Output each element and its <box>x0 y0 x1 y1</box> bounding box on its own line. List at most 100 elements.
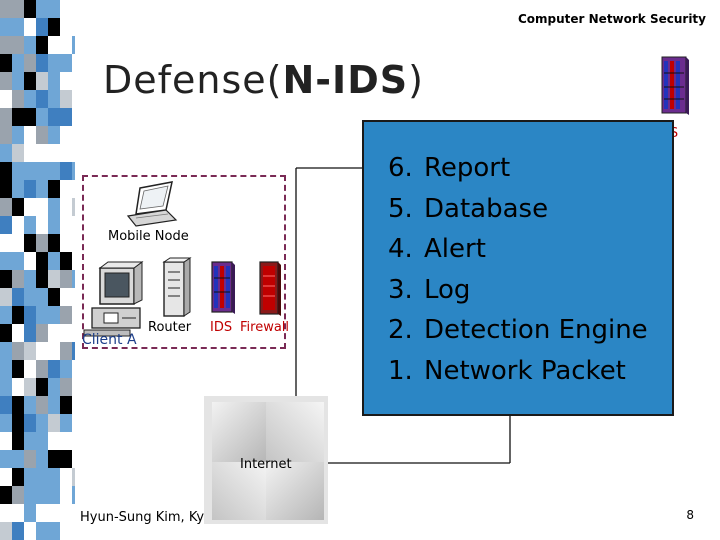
decoration-block <box>12 90 24 108</box>
decoration-block <box>48 306 60 324</box>
decoration-block <box>60 162 72 180</box>
decoration-block <box>0 270 12 288</box>
decoration-block <box>24 180 36 198</box>
decoration-block <box>60 432 72 450</box>
decoration-block <box>0 234 12 252</box>
decoration-block <box>48 144 60 162</box>
decoration-block <box>48 378 60 396</box>
decoration-block <box>12 288 24 306</box>
decoration-block <box>0 36 12 54</box>
decoration-block <box>36 162 48 180</box>
decoration-block <box>36 504 48 522</box>
decoration-block <box>36 144 48 162</box>
decoration-block <box>36 306 48 324</box>
decoration-block <box>60 396 72 414</box>
decoration-block <box>24 54 36 72</box>
decoration-block <box>12 342 24 360</box>
decoration-block <box>24 234 36 252</box>
decoration-block <box>12 36 24 54</box>
decoration-block <box>36 72 48 90</box>
decoration-block <box>72 468 75 486</box>
decoration-block <box>36 396 48 414</box>
decoration-block <box>24 342 36 360</box>
decoration-block <box>36 468 48 486</box>
decoration-block <box>0 396 12 414</box>
decoration-block <box>60 504 72 522</box>
decoration-block <box>0 432 12 450</box>
decoration-block <box>48 342 60 360</box>
decoration-block <box>48 252 60 270</box>
decoration-block <box>12 396 24 414</box>
decoration-block <box>48 54 60 72</box>
decoration-block <box>12 252 24 270</box>
decoration-block <box>24 360 36 378</box>
decoration-block <box>12 522 24 540</box>
decoration-block <box>60 108 72 126</box>
decoration-block <box>72 378 75 396</box>
decoration-block <box>60 90 72 108</box>
decoration-block <box>72 360 75 378</box>
title-emphasis: N-IDS <box>282 58 409 102</box>
slide-title: Defense(N-IDS) <box>103 58 424 102</box>
decoration-block <box>12 324 24 342</box>
decoration-block <box>72 180 75 198</box>
ids-label: IDS <box>210 320 233 335</box>
component-report: 6.Report <box>388 153 511 183</box>
decoration-block <box>0 468 12 486</box>
decoration-block <box>72 36 75 54</box>
decoration-block <box>36 378 48 396</box>
decoration-block <box>60 18 72 36</box>
decoration-block <box>12 432 24 450</box>
decoration-block <box>0 54 12 72</box>
decoration-block <box>72 108 75 126</box>
decoration-block <box>60 306 72 324</box>
client-a-label: Client A <box>82 332 137 348</box>
decoration-block <box>24 126 36 144</box>
mobile-node-label: Mobile Node <box>108 229 189 244</box>
decoration-block <box>12 216 24 234</box>
decoration-block <box>72 522 75 540</box>
decoration-block <box>72 126 75 144</box>
decoration-block <box>48 468 60 486</box>
decoration-block <box>12 468 24 486</box>
decoration-block <box>60 126 72 144</box>
decoration-block <box>24 270 36 288</box>
decoration-block <box>12 450 24 468</box>
decoration-block <box>12 0 24 18</box>
decoration-block <box>0 180 12 198</box>
decoration-block <box>72 324 75 342</box>
decoration-block <box>60 252 72 270</box>
decoration-block <box>48 162 60 180</box>
decoration-block <box>0 198 12 216</box>
decoration-block <box>36 180 48 198</box>
decoration-block <box>60 486 72 504</box>
page-number: 8 <box>686 508 694 522</box>
decoration-block <box>36 216 48 234</box>
decoration-block <box>12 378 24 396</box>
decoration-block <box>36 126 48 144</box>
decoration-block <box>48 108 60 126</box>
left-decoration-strip <box>0 0 75 540</box>
component-network-packet: 1.Network Packet <box>388 355 626 386</box>
title-prefix: Defense( <box>103 58 283 102</box>
decoration-block <box>48 288 60 306</box>
decoration-block <box>24 378 36 396</box>
ids-device-icon <box>661 56 689 115</box>
decoration-block <box>48 522 60 540</box>
decoration-block <box>0 162 12 180</box>
decoration-block <box>12 486 24 504</box>
decoration-block <box>24 414 36 432</box>
decoration-block <box>0 414 12 432</box>
decoration-block <box>36 252 48 270</box>
decoration-block <box>48 396 60 414</box>
decoration-block <box>60 324 72 342</box>
decoration-block <box>24 324 36 342</box>
decoration-block <box>60 342 72 360</box>
decoration-block <box>60 198 72 216</box>
decoration-block <box>0 288 12 306</box>
decoration-block <box>0 108 12 126</box>
decoration-block <box>12 306 24 324</box>
decoration-block <box>12 270 24 288</box>
decoration-block <box>48 432 60 450</box>
decoration-block <box>72 414 75 432</box>
